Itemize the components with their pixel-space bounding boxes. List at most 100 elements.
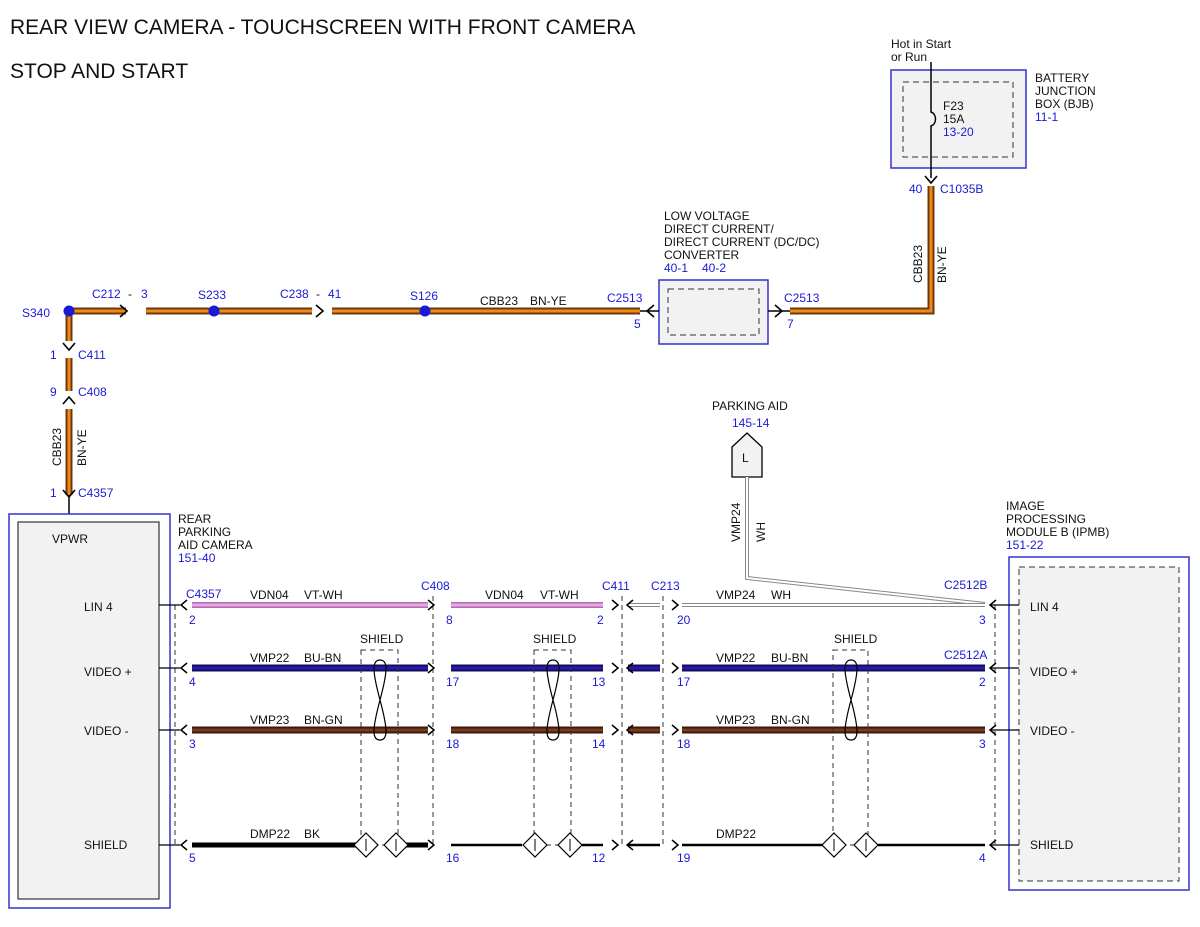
c238-label: C238 — [280, 287, 309, 301]
bjb-connector: C1035B — [940, 182, 983, 196]
ipmb-pin-lin4: LIN 4 — [1030, 600, 1059, 614]
bjb-ref: 11-1 — [1035, 110, 1058, 124]
bjb-name-1: BATTERY — [1035, 71, 1089, 85]
ipmb-pin-shield: SHIELD — [1030, 838, 1074, 852]
lin-seg3-circuit: VMP24 — [716, 588, 756, 602]
c408-label: C408 — [78, 385, 107, 399]
dcdc-inner-box — [667, 288, 760, 336]
lin-pin-c213: 20 — [677, 613, 691, 627]
parking-aid-circuit: VMP24 — [729, 502, 743, 542]
twisted-pair-shield-1: SHIELD — [360, 632, 404, 846]
power-circuit-label: CBB23 — [480, 294, 518, 308]
shield-pin-c408: 16 — [446, 851, 460, 865]
shield-drain-wire — [159, 832, 1019, 858]
camera-pin-video-neg: VIDEO - — [84, 724, 129, 738]
camera-name-2: PARKING — [178, 525, 231, 539]
video-neg-pin-camera: 3 — [189, 737, 196, 751]
c238-pin: 41 — [328, 287, 342, 301]
lin-seg1-color: VT-WH — [304, 588, 343, 602]
video-neg-seg3-color: BN-GN — [771, 713, 810, 727]
lin-seg2-circuit: VDN04 — [485, 588, 524, 602]
power-circuit-label-vertical-right: CBB23 — [911, 245, 925, 283]
conn-c408-label: C408 — [421, 579, 450, 593]
diagram-subtitle: STOP AND START — [10, 60, 188, 83]
shield-seg1-circuit: DMP22 — [250, 827, 290, 841]
c4357-pin: 1 — [50, 486, 57, 500]
video-neg-pin-ipmb: 3 — [979, 737, 986, 751]
video-pos-pin-ipmb: 2 — [979, 675, 986, 689]
splice-s126 — [419, 305, 431, 317]
bjb-hot-label-1: Hot in Start — [891, 37, 952, 51]
dcdc-name-4: CONVERTER — [664, 248, 739, 262]
fuse-name: F23 — [943, 99, 964, 113]
bjb-name-3: BOX (BJB) — [1035, 97, 1094, 111]
fuse-ref: 13-20 — [943, 125, 974, 139]
video-pos-pin-camera: 4 — [189, 675, 196, 689]
parking-aid-ref: 145-14 — [732, 416, 770, 430]
camera-vpwr: VPWR — [52, 532, 88, 546]
bjb-outer-box — [890, 69, 1027, 169]
video-pos-seg3-color: BU-BN — [771, 651, 808, 665]
ipmb-pin-video-pos: VIDEO + — [1030, 665, 1078, 679]
video-pos-pin-c411: 13 — [592, 675, 606, 689]
dcdc-pin-right: 7 — [787, 317, 794, 331]
fuse-rating: 15A — [943, 112, 964, 126]
dcdc-pin-left: 5 — [634, 317, 641, 331]
power-color-label: BN-YE — [530, 294, 567, 308]
lin-seg2-color: VT-WH — [540, 588, 579, 602]
c212-dash: - — [128, 287, 132, 301]
c411-label: C411 — [78, 348, 106, 362]
camera-pin-shield: SHIELD — [84, 838, 128, 852]
conn-c213-label: C213 — [651, 579, 680, 593]
parking-aid-letter: L — [742, 451, 749, 465]
video-neg-seg3-circuit: VMP23 — [716, 713, 756, 727]
video-pos-pin-c408: 17 — [446, 675, 460, 689]
c4357-label: C4357 — [78, 486, 114, 500]
diagram-title: REAR VIEW CAMERA - TOUCHSCREEN WITH FRON… — [10, 16, 635, 39]
lin-pin-camera: 2 — [189, 613, 196, 627]
video-pos-seg3-circuit: VMP22 — [716, 651, 756, 665]
bjb-connector-arrow — [924, 175, 938, 185]
camera-name-1: REAR — [178, 512, 212, 526]
camera-name-3: AID CAMERA — [178, 538, 253, 552]
camera-inner-box — [17, 521, 160, 900]
video-neg-pin-c411: 14 — [592, 737, 606, 751]
lin-pin-c408: 8 — [446, 613, 453, 627]
ipmb-pin-video-neg: VIDEO - — [1030, 724, 1075, 738]
dcdc-outer-box — [658, 279, 769, 345]
shield-pin-ipmb: 4 — [979, 851, 986, 865]
ipmb-ref: 151-22 — [1006, 538, 1044, 552]
shield-label-1: SHIELD — [360, 632, 404, 646]
splice-s340 — [63, 305, 75, 317]
power-wire-cbb23 — [62, 186, 935, 514]
video-neg-seg1-circuit: VMP23 — [250, 713, 290, 727]
video-pos-pin-c213: 17 — [677, 675, 691, 689]
parking-aid-label: PARKING AID — [712, 399, 788, 413]
lin-pin-ipmb: 3 — [979, 613, 986, 627]
video-pos-wire — [159, 662, 1019, 674]
dcdc-name-3: DIRECT CURRENT (DC/DC) — [664, 235, 820, 249]
dcdc-name-2: DIRECT CURRENT/ — [664, 222, 774, 236]
battery-junction-box: Hot in Start or Run F23 15A 13-20 BATTER… — [890, 37, 1096, 196]
dcdc-ref-1: 40-1 — [664, 261, 688, 275]
image-processing-module-b: IMAGE PROCESSING MODULE B (IPMB) 151-22 … — [1006, 499, 1190, 891]
shield-pin-c411: 12 — [592, 851, 606, 865]
video-neg-pin-c408: 18 — [446, 737, 460, 751]
shield-label-2: SHIELD — [533, 632, 577, 646]
dcdc-conn-left: C2513 — [607, 291, 643, 305]
conn-c411-label: C411 — [602, 579, 630, 593]
camera-ref: 151-40 — [178, 551, 216, 565]
dcdc-converter: LOW VOLTAGE DIRECT CURRENT/ DIRECT CURRE… — [607, 209, 820, 345]
lin-wire — [159, 599, 1019, 611]
dcdc-conn-right: C2513 — [784, 291, 820, 305]
power-circuit-label-vertical-left: CBB23 — [50, 428, 64, 466]
parking-aid-connector-symbol — [731, 432, 763, 478]
parking-aid-reference: PARKING AID 145-14 L VMP24 WH — [712, 399, 986, 606]
splice-s233 — [208, 305, 220, 317]
ipmb-inner-box — [1018, 566, 1180, 882]
splice-s233-label: S233 — [198, 288, 226, 302]
bjb-pin: 40 — [909, 182, 923, 196]
shield-seg1-color: BK — [304, 827, 320, 841]
camera-pin-lin4: LIN 4 — [84, 600, 113, 614]
shield-pin-c213: 19 — [677, 851, 691, 865]
